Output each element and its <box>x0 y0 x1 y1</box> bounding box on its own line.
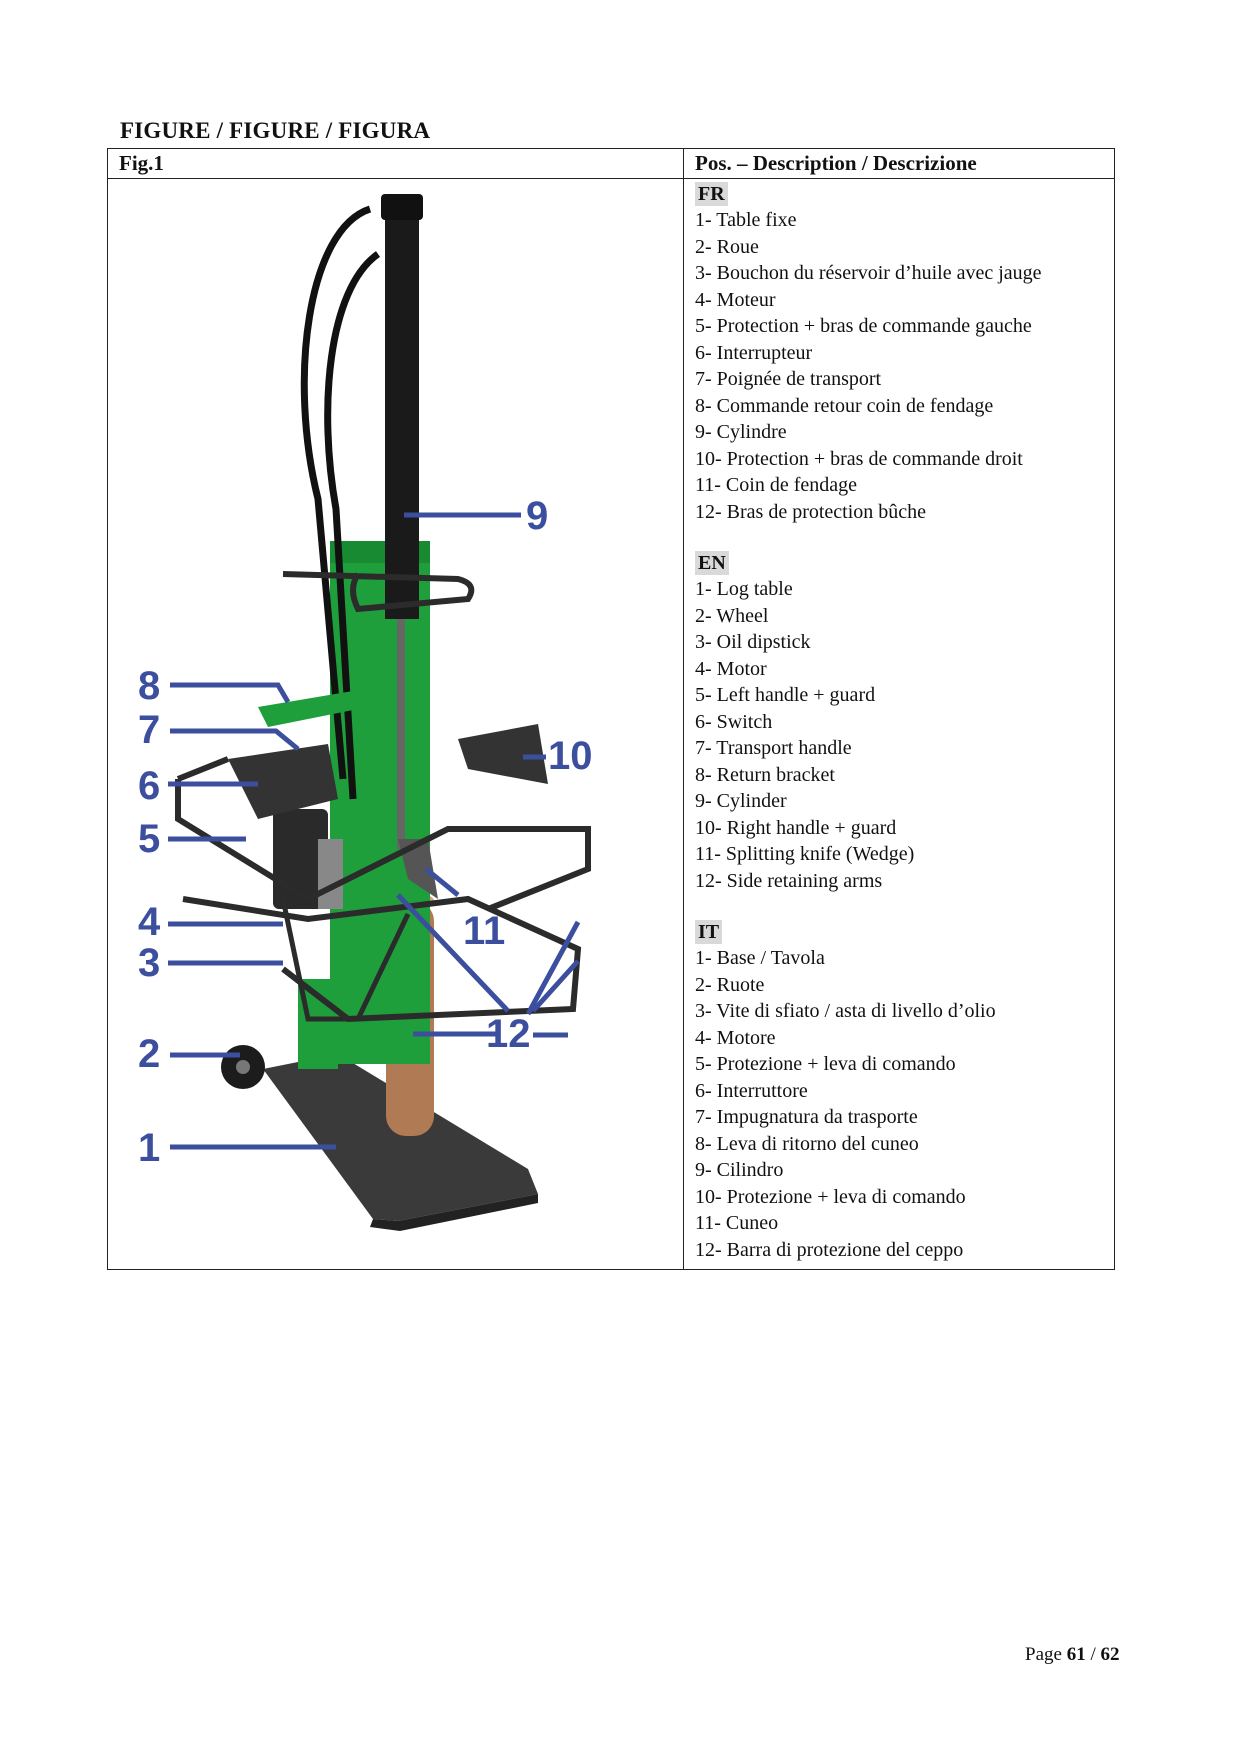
list-item: 1- Base / Tavola <box>695 947 825 969</box>
description-cell: FR 1- Table fixe 2- Roue 3- Bouchon du r… <box>683 178 1115 1270</box>
list-item: 6- Interruttore <box>695 1079 808 1102</box>
callout-10: 10 <box>548 734 593 778</box>
list-item: 11- Cuneo <box>695 1212 779 1234</box>
table-body-row: 1 2 3 4 5 6 7 8 9 10 11 12 FR 1- T <box>107 178 1115 1270</box>
list-item: 1- Log table <box>695 578 793 600</box>
callout-11: 11 <box>463 909 505 953</box>
callout-1: 1 <box>138 1126 160 1170</box>
table-header-row: Fig.1 Pos. – Description / Descrizione <box>107 148 1115 179</box>
list-item: 8- Leva di ritorno del cuneo <box>695 1132 919 1155</box>
list-item: 4- Motore <box>695 1026 776 1049</box>
list-item: 1- Table fixe <box>695 209 797 231</box>
callout-12: 12 <box>486 1012 531 1056</box>
page-separator: / <box>1090 1644 1096 1665</box>
list-item: 6- Switch <box>695 710 773 733</box>
callout-4: 4 <box>138 900 161 944</box>
list-item: 3- Vite di sfiato / asta di livello d’ol… <box>695 1000 996 1022</box>
callout-8: 8 <box>138 664 160 708</box>
callout-3: 3 <box>138 941 160 985</box>
list-item: 2- Roue <box>695 235 759 258</box>
log-splitter-illustration: 1 2 3 4 5 6 7 8 9 10 11 12 <box>138 194 593 1231</box>
list-item: 9- Cilindro <box>695 1159 784 1181</box>
list-item: 5- Protection + bras de commande gauche <box>695 315 1032 337</box>
section-it: IT 1- Base / Tavola 2- Ruote 3- Vite di … <box>695 920 1114 1263</box>
list-item: 11- Coin de fendage <box>695 474 857 496</box>
section-en: EN 1- Log table 2- Wheel 3- Oil dipstick… <box>695 551 1114 894</box>
list-item: 7- Impugnatura da trasporte <box>695 1106 918 1128</box>
callout-9: 9 <box>526 494 548 538</box>
page-current: 61 <box>1066 1644 1086 1665</box>
figure-table: Fig.1 Pos. – Description / Descrizione <box>107 148 1115 1270</box>
list-item: 4- Motor <box>695 657 767 680</box>
figure-cell: 1 2 3 4 5 6 7 8 9 10 11 12 <box>107 178 684 1270</box>
list-item: 8- Return bracket <box>695 763 835 786</box>
page-total: 62 <box>1100 1644 1120 1665</box>
list-item: 10- Protezione + leva di comando <box>695 1185 966 1208</box>
page-heading: FIGURE / FIGURE / FIGURA <box>120 118 431 143</box>
splitting-wedge <box>398 839 438 899</box>
list-item: 6- Interrupteur <box>695 341 813 364</box>
page-prefix: Page <box>1025 1644 1062 1665</box>
list-item: 2- Ruote <box>695 973 765 996</box>
cylinder <box>385 199 419 619</box>
list-item: 4- Moteur <box>695 288 776 311</box>
list-item: 7- Poignée de transport <box>695 368 882 390</box>
log-table-base <box>263 1054 538 1221</box>
list-item: 8- Commande retour coin de fendage <box>695 394 994 417</box>
callout-7: 7 <box>138 708 160 752</box>
list-item: 3- Bouchon du réservoir d’huile avec jau… <box>695 262 1042 284</box>
list-item: 2- Wheel <box>695 604 769 627</box>
list-item: 5- Protezione + leva di comando <box>695 1053 956 1075</box>
list-item: 12- Side retaining arms <box>695 869 883 892</box>
list-item: 10- Protection + bras de commande droit <box>695 447 1023 470</box>
section-fr: FR 1- Table fixe 2- Roue 3- Bouchon du r… <box>695 182 1114 525</box>
list-item: 7- Transport handle <box>695 737 852 759</box>
list-item: 9- Cylinder <box>695 790 787 812</box>
list-item: 12- Bras de protection bûche <box>695 500 927 523</box>
callout-lines <box>168 512 581 1150</box>
list-item: 5- Left handle + guard <box>695 684 876 706</box>
lang-label-en: EN <box>695 551 729 575</box>
page-number: Page 61 / 62 <box>1025 1644 1119 1666</box>
description-header: Pos. – Description / Descrizione <box>683 148 1115 179</box>
callout-2: 2 <box>138 1032 160 1076</box>
callout-5: 5 <box>138 817 160 861</box>
list-item: 10- Right handle + guard <box>695 816 897 839</box>
list-item: 12- Barra di protezione del ceppo <box>695 1238 964 1261</box>
list-item: 3- Oil dipstick <box>695 631 811 653</box>
callout-6: 6 <box>138 764 160 808</box>
list-item: 11- Splitting knife (Wedge) <box>695 843 915 865</box>
fig-label: Fig.1 <box>107 148 684 179</box>
lang-label-it: IT <box>695 920 723 944</box>
list-item: 9- Cylindre <box>695 421 787 443</box>
lang-label-fr: FR <box>695 182 728 206</box>
